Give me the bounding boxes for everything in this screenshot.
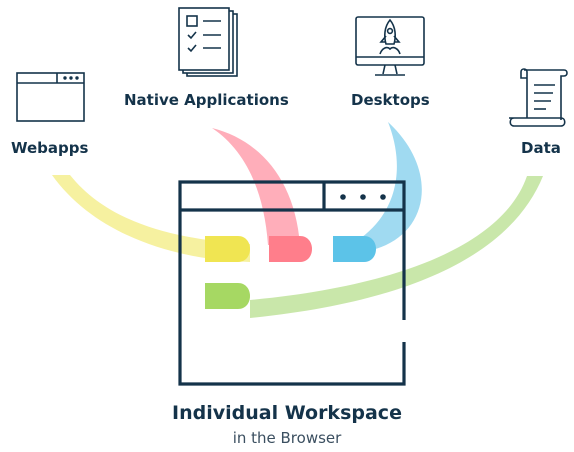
workspace-title: Individual Workspace (172, 402, 402, 424)
window-control-dot (360, 194, 366, 200)
monitor-rocket-icon (355, 16, 425, 76)
scroll-document-icon (509, 68, 568, 127)
desktops-flow-ribbon (352, 122, 422, 250)
data-tile (205, 283, 250, 309)
workspace-window-frame (178, 180, 406, 386)
native-flow-ribbon (212, 128, 300, 245)
desktop-tile (333, 236, 376, 262)
webapps-label: Webapps (11, 139, 89, 157)
data-label: Data (521, 139, 561, 157)
webapp-tile (205, 236, 250, 262)
documents-checklist-icon (178, 7, 238, 77)
window-control-dot (340, 194, 346, 200)
browser-window-icon (16, 72, 85, 122)
data-flow-ribbon (250, 176, 543, 318)
workspace-subtitle: in the Browser (232, 429, 342, 447)
webapps-flow-ribbon (52, 175, 250, 262)
native-app-tile (269, 236, 312, 262)
window-control-dot (380, 194, 386, 200)
native-applications-label: Native Applications (124, 91, 289, 109)
desktops-label: Desktops (351, 91, 430, 109)
workspace-window (178, 180, 406, 386)
